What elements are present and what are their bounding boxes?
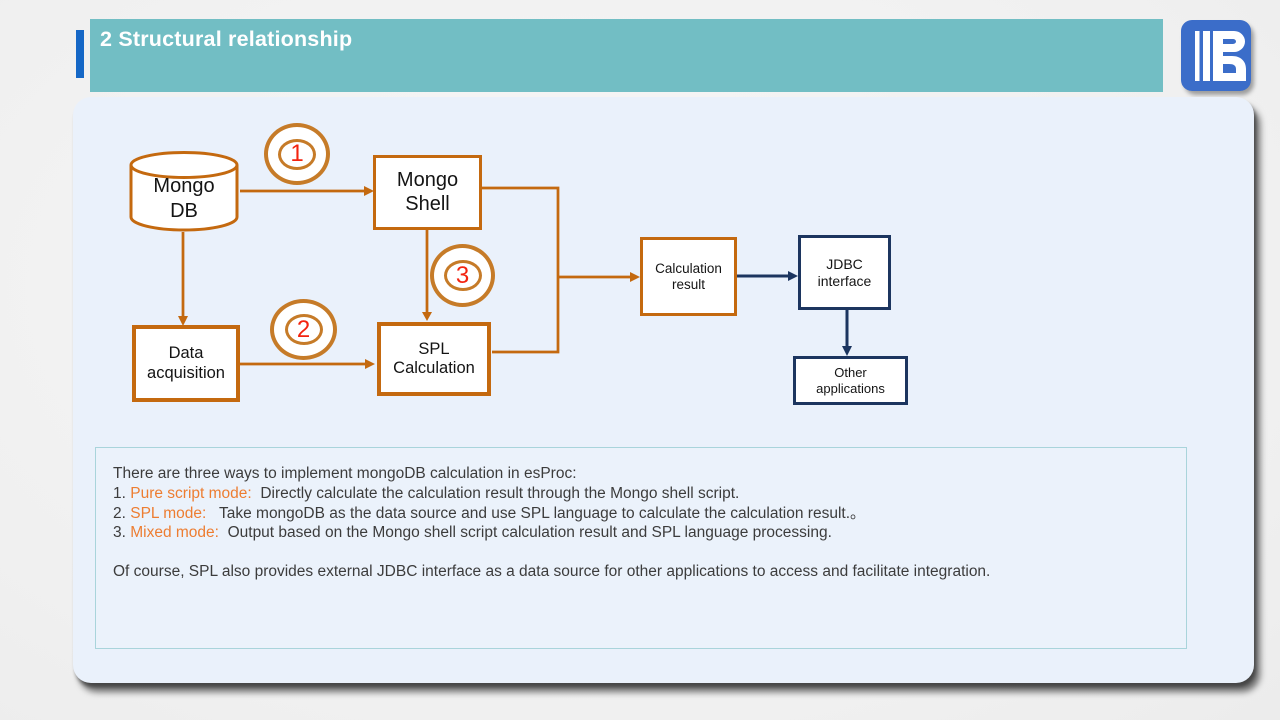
notes-item-1: 1. Pure script mode: Directly calculate … — [113, 484, 1172, 504]
step-badge-3: 3 — [430, 244, 495, 307]
step-badge-2-number: 2 — [284, 314, 323, 345]
arrowhead — [422, 312, 432, 321]
raqsoft-logo-icon — [1181, 20, 1251, 91]
notes-item-2: 2. SPL mode: Take mongoDB as the data so… — [113, 504, 1172, 524]
notes-footer: Of course, SPL also provides external JD… — [113, 562, 1172, 582]
step-badge-1-number: 1 — [278, 138, 316, 170]
item-number: 3. — [113, 524, 131, 542]
node-jdbc-interface: JDBC interface — [798, 235, 891, 310]
notes-intro: There are three ways to implement mongoD… — [113, 464, 1172, 484]
arrowhead — [178, 316, 188, 326]
item-label: SPL mode: — [130, 504, 207, 522]
slide-title: 2 Structural relationship — [100, 27, 353, 51]
item-text: Directly calculate the calculation resul… — [251, 484, 740, 502]
notes-item-3: 3. Mixed mode: Output based on the Mongo… — [113, 523, 1172, 543]
elbow-shell-spl-merge — [482, 186, 560, 354]
node-data-acquisition: Data acquisition — [132, 325, 240, 402]
item-number: 1. — [113, 484, 131, 502]
item-label: Pure script mode: — [130, 484, 252, 502]
item-text: Take mongoDB as the data source and use … — [206, 504, 866, 522]
arrowhead — [364, 186, 374, 196]
step-badge-2: 2 — [270, 299, 337, 360]
title-accent-bar — [76, 30, 84, 78]
arrowhead — [365, 359, 375, 369]
notes-footer-text: Of course, SPL also provides external JD… — [113, 563, 991, 581]
title-bar: 2 Structural relationship — [90, 19, 1163, 92]
arrowhead — [842, 346, 852, 356]
item-label: Mixed mode: — [130, 524, 219, 542]
node-mongo-db-label: Mongo DB — [153, 175, 215, 222]
node-other-applications: Other applications — [793, 356, 908, 405]
node-mongo-shell: Mongo Shell — [373, 155, 482, 230]
database-cylinder-icon — [129, 151, 239, 232]
node-mongo-db — [128, 151, 240, 233]
node-calculation-result: Calculation result — [640, 237, 737, 316]
step-badge-1: 1 — [264, 123, 330, 185]
step-badge-3-number: 3 — [443, 260, 482, 291]
arrowhead — [788, 271, 798, 281]
node-spl-calculation: SPL Calculation — [377, 322, 491, 396]
arrowhead — [630, 272, 640, 282]
notes-intro-text: There are three ways to implement mongoD… — [113, 465, 577, 482]
notes-box: There are three ways to implement mongoD… — [95, 447, 1187, 649]
raqsoft-logo — [1181, 20, 1251, 91]
item-number: 2. — [113, 504, 131, 522]
item-text: Output based on the Mongo shell script c… — [218, 524, 832, 542]
